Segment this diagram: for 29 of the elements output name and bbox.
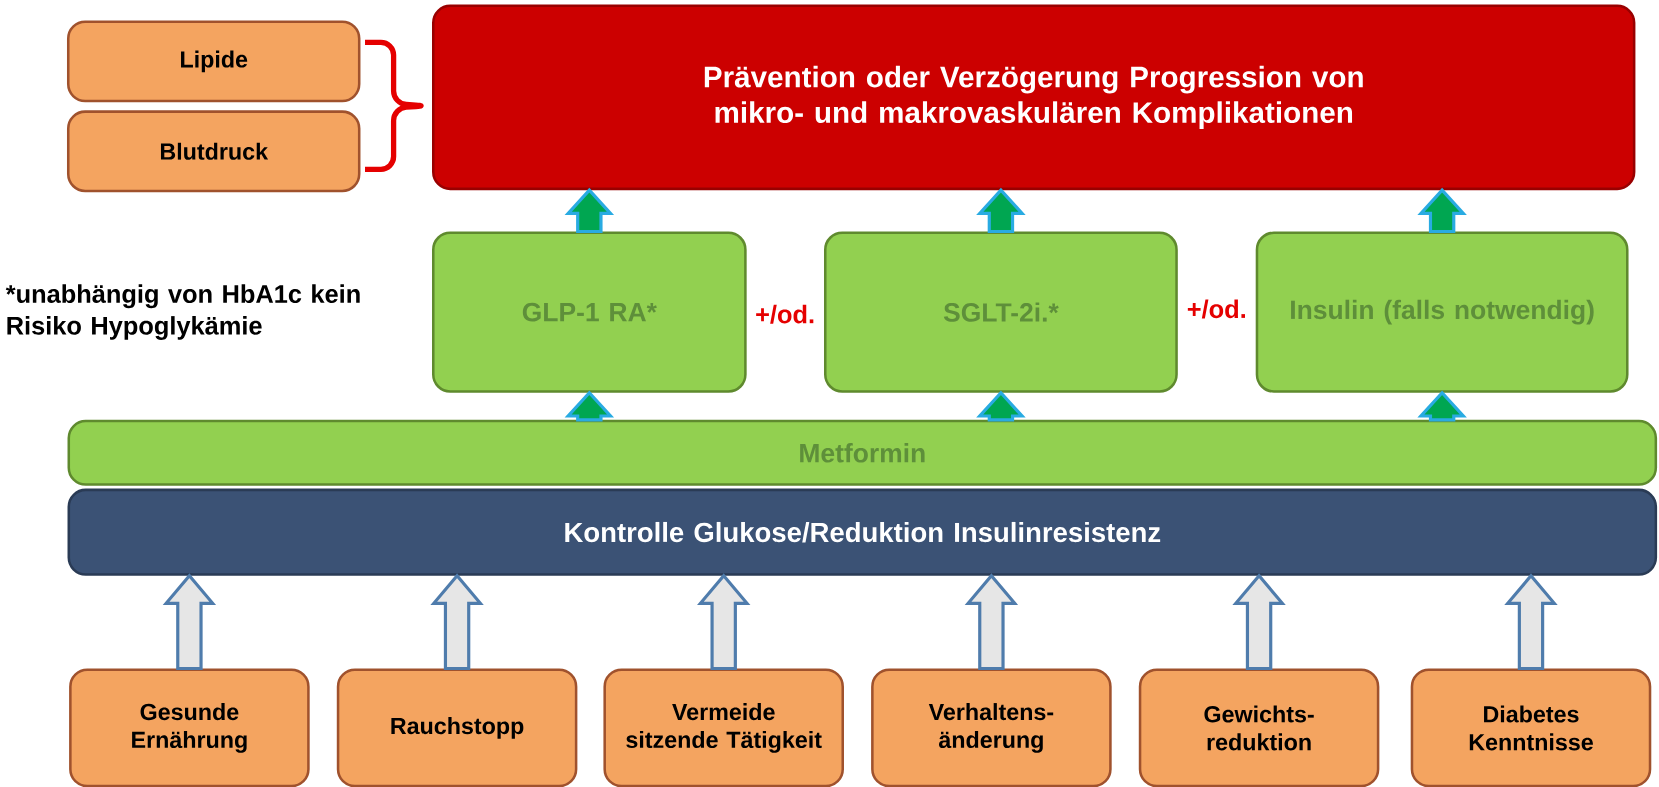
block-arrow [976, 187, 1026, 233]
block-arrow [430, 573, 484, 670]
or-label: +/od. [1187, 299, 1245, 319]
process-box: Verhaltens-änderung [871, 668, 1112, 787]
block-arrow [162, 573, 217, 670]
process-box: Prävention oder Verzögerung Progression von mikro- und makrovaskulären Komplikationen [432, 4, 1636, 191]
block-arrow [1417, 187, 1467, 233]
or-label: +/od. [756, 304, 814, 324]
process-box: Metformin [67, 419, 1658, 486]
process-box: Diabetes Kenntnisse [1410, 668, 1652, 787]
block-arrow [1504, 573, 1558, 670]
process-box: GLP-1 RA* [432, 231, 747, 393]
process-box: Vermeide sitzende Tätigkeit [603, 668, 844, 787]
block-arrow [976, 390, 1026, 422]
block-arrow [1232, 573, 1286, 670]
block-arrow [564, 390, 615, 422]
block-arrow [697, 573, 751, 670]
block-arrow [564, 187, 615, 233]
block-arrow [964, 573, 1019, 670]
process-box: SGLT-2i.* [824, 231, 1178, 393]
process-box: Gewichts-reduktion [1138, 668, 1380, 787]
footnote: *unabhängig von HbA1c kein Risiko Hypoglykämie [5, 284, 360, 340]
process-box: Insulin (falls notwendig) [1255, 231, 1629, 393]
process-box: Rauchstopp [336, 668, 578, 787]
block-arrow [1417, 390, 1467, 422]
process-box: Lipide [67, 20, 361, 103]
process-box: Kontrolle Glukose/Reduktion Insulinresistenz [67, 488, 1658, 576]
process-box: Gesunde Ernährung [69, 668, 310, 787]
process-box: Blutdruck [67, 110, 361, 193]
